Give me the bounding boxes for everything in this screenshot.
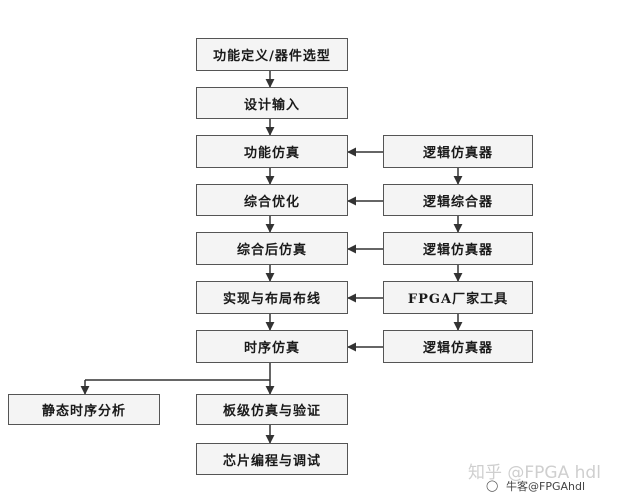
step-static-timing: 静态时序分析 bbox=[8, 394, 160, 425]
step-timing-sim: 时序仿真 bbox=[196, 330, 348, 363]
step-chip-program: 芯片编程与调试 bbox=[196, 443, 348, 475]
step-synthesis: 综合优化 bbox=[196, 184, 348, 216]
watermark-nowcoder: 牛客@FPGAhdl bbox=[506, 480, 586, 493]
step-functional-sim: 功能仿真 bbox=[196, 135, 348, 168]
tool-logic-simulator-2: 逻辑仿真器 bbox=[383, 232, 533, 265]
chat-bubble-icon: ◯ bbox=[486, 479, 499, 492]
tool-logic-simulator-3: 逻辑仿真器 bbox=[383, 330, 533, 363]
step-define-select: 功能定义/器件选型 bbox=[196, 38, 348, 71]
tool-logic-synthesizer: 逻辑综合器 bbox=[383, 184, 533, 216]
step-design-input: 设计输入 bbox=[196, 87, 348, 119]
step-board-sim: 板级仿真与验证 bbox=[196, 394, 348, 425]
tool-logic-simulator-1: 逻辑仿真器 bbox=[383, 135, 533, 168]
watermark-zhihu: 知乎 @FPGA hdl bbox=[468, 463, 601, 483]
step-place-route: 实现与布局布线 bbox=[196, 281, 348, 314]
tool-fpga-vendor: FPGA厂家工具 bbox=[383, 281, 533, 314]
step-post-synth-sim: 综合后仿真 bbox=[196, 232, 348, 265]
